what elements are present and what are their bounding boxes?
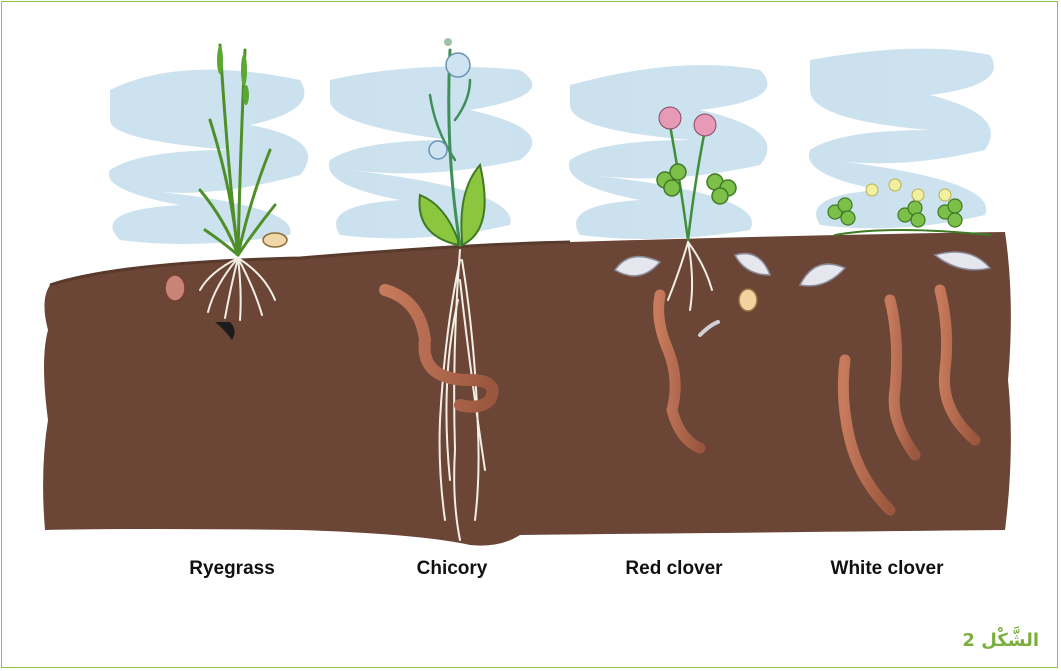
label-chicory: Chicory: [417, 558, 488, 580]
cloud-3: [569, 65, 768, 239]
figure-caption: الشَّكْل 2: [962, 630, 1039, 651]
label-ryegrass: Ryegrass: [189, 558, 275, 580]
cloud-4: [809, 49, 994, 229]
soil-block: [43, 232, 1011, 546]
cloud-1: [109, 70, 308, 244]
label-red-clover: Red clover: [625, 558, 722, 580]
label-white-clover: White clover: [831, 558, 944, 580]
